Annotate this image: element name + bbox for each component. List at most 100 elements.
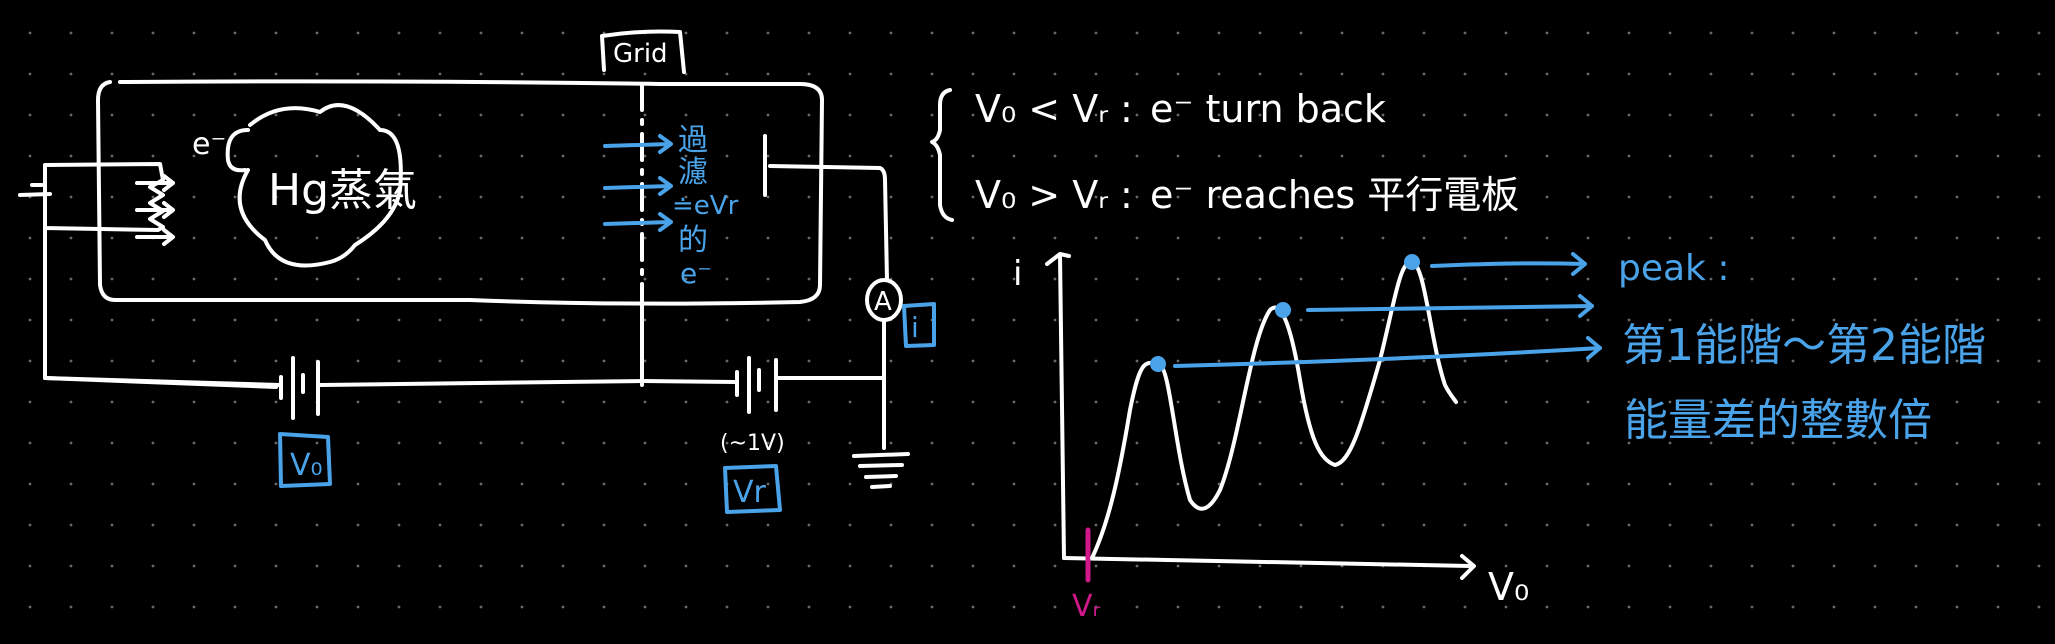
grid-dot bbox=[1545, 236, 1549, 240]
grid-dot bbox=[1012, 482, 1016, 486]
grid-dot bbox=[1422, 72, 1426, 76]
grid-dot bbox=[1053, 318, 1057, 322]
grid-dot bbox=[561, 523, 565, 527]
grid-dot bbox=[1012, 154, 1016, 158]
grid-dot bbox=[1709, 154, 1713, 158]
condition-1: V₀ < Vᵣ bbox=[975, 87, 1108, 131]
grid-dot bbox=[848, 113, 852, 117]
grid-dot bbox=[110, 195, 114, 199]
grid-dot bbox=[643, 195, 647, 199]
grid-dot bbox=[274, 277, 278, 281]
grid-dot bbox=[561, 236, 565, 240]
grid-dot bbox=[561, 277, 565, 281]
grid-dot bbox=[561, 113, 565, 117]
grid-dot bbox=[848, 605, 852, 609]
grid-dot bbox=[274, 318, 278, 322]
grid-dot bbox=[561, 195, 565, 199]
retarding-voltage-label-box bbox=[723, 464, 782, 514]
grid-dot bbox=[1996, 523, 2000, 527]
grid-dot bbox=[1668, 31, 1672, 35]
grid-dot bbox=[1668, 113, 1672, 117]
grid-dot bbox=[1791, 31, 1795, 35]
peak-annotation-line-2: 能量差的整數倍 bbox=[1624, 395, 1932, 446]
grid-dot bbox=[1135, 400, 1139, 404]
grid-dot bbox=[684, 400, 688, 404]
grid-dot bbox=[1299, 318, 1303, 322]
grid-dot bbox=[1791, 113, 1795, 117]
grid-dot bbox=[151, 441, 155, 445]
grid-dot bbox=[1053, 441, 1057, 445]
grid-dot bbox=[1299, 72, 1303, 76]
grid-dot bbox=[192, 564, 196, 568]
grid-dot bbox=[1750, 236, 1754, 240]
grid-dot bbox=[1627, 195, 1631, 199]
grid-dot bbox=[1914, 113, 1918, 117]
grid-dot bbox=[1955, 318, 1959, 322]
grid-dot bbox=[479, 154, 483, 158]
grid-dot bbox=[69, 236, 73, 240]
grid-dot bbox=[1176, 236, 1180, 240]
grid-dot bbox=[602, 318, 606, 322]
grid-dot bbox=[889, 113, 893, 117]
grid-dot bbox=[1873, 154, 1877, 158]
grid-dot bbox=[1709, 441, 1713, 445]
grid-dot bbox=[1873, 564, 1877, 568]
grid-dot bbox=[1832, 277, 1836, 281]
grid-dot bbox=[971, 605, 975, 609]
grid-dot bbox=[356, 318, 360, 322]
electron-arrows bbox=[135, 174, 175, 246]
grid-dot bbox=[1176, 154, 1180, 158]
grid-dot bbox=[725, 72, 729, 76]
grid-dot bbox=[1217, 482, 1221, 486]
grid-dot bbox=[1463, 318, 1467, 322]
grid-dot bbox=[766, 359, 770, 363]
grid-dot bbox=[889, 72, 893, 76]
filter-note-energy: ≐eVr bbox=[672, 191, 739, 221]
accelerating-voltage-label: V₀ bbox=[290, 448, 323, 483]
grid-dot bbox=[2037, 72, 2041, 76]
grid-dot bbox=[1955, 236, 1959, 240]
grid-dot bbox=[1832, 400, 1836, 404]
separator-colon: : bbox=[1120, 173, 1133, 217]
grid-dot bbox=[1873, 605, 1877, 609]
grid-dot bbox=[684, 359, 688, 363]
grid-dot bbox=[1668, 605, 1672, 609]
grid-dot bbox=[274, 564, 278, 568]
grid-dot bbox=[1545, 195, 1549, 199]
grid-dot bbox=[1627, 482, 1631, 486]
grid-dot bbox=[1381, 441, 1385, 445]
grid-dot bbox=[766, 195, 770, 199]
grid-dot bbox=[315, 318, 319, 322]
grid-dot bbox=[192, 318, 196, 322]
grid-dot bbox=[356, 400, 360, 404]
grid-dot bbox=[889, 564, 893, 568]
grid-dot bbox=[397, 113, 401, 117]
grid-dot bbox=[1217, 154, 1221, 158]
grid-dot bbox=[602, 564, 606, 568]
grid-dot bbox=[356, 359, 360, 363]
grid-dot bbox=[1094, 113, 1098, 117]
grid-dot bbox=[1217, 359, 1221, 363]
filter-note: 過 濾 ≐eVr 的 e⁻ bbox=[672, 123, 739, 290]
grid-dot bbox=[520, 277, 524, 281]
grid-dot bbox=[233, 359, 237, 363]
grid-dot bbox=[561, 318, 565, 322]
grid-dot bbox=[889, 31, 893, 35]
grid-dot bbox=[1586, 359, 1590, 363]
grid-dot bbox=[1955, 564, 1959, 568]
grid-dot bbox=[1053, 72, 1057, 76]
grid-dot bbox=[561, 31, 565, 35]
grid-dot bbox=[930, 154, 934, 158]
grid-dot bbox=[1381, 277, 1385, 281]
grid-dot bbox=[1463, 359, 1467, 363]
grid-dot bbox=[397, 564, 401, 568]
grid-dot bbox=[397, 400, 401, 404]
grid-dot bbox=[848, 564, 852, 568]
grid-dot bbox=[1627, 523, 1631, 527]
grid-dot bbox=[192, 31, 196, 35]
grid-dot bbox=[1463, 523, 1467, 527]
grid-dot bbox=[1135, 31, 1139, 35]
grid-dot bbox=[1586, 318, 1590, 322]
grid-dot bbox=[2037, 113, 2041, 117]
grid-dot bbox=[520, 72, 524, 76]
